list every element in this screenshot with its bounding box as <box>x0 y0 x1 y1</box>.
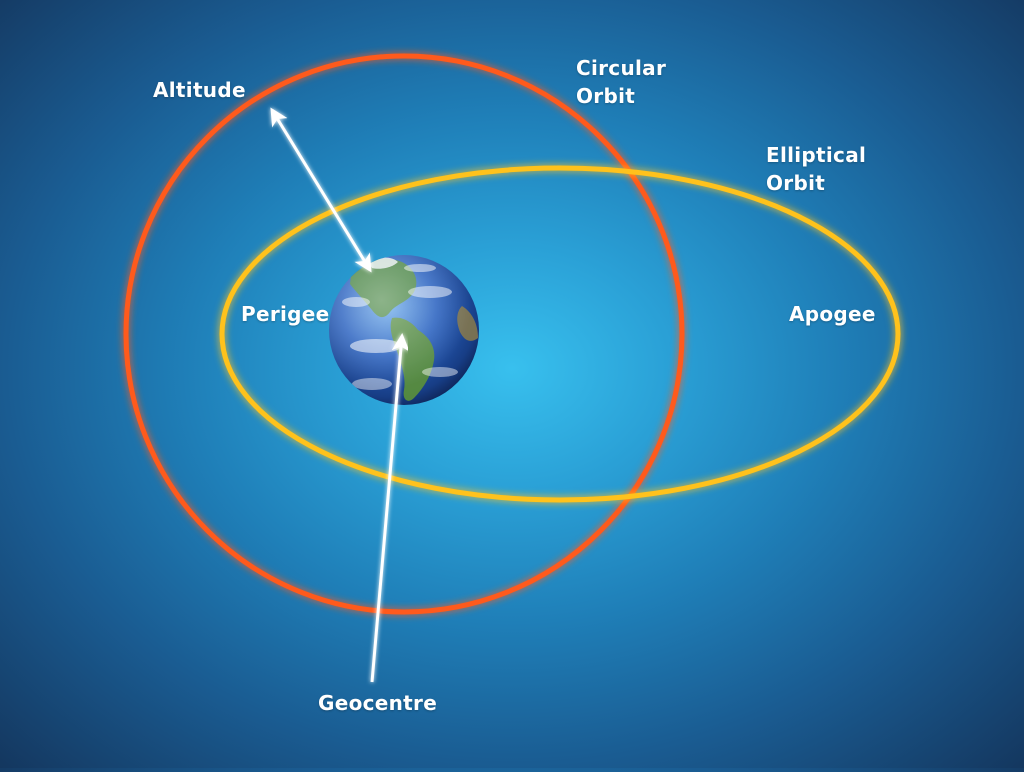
geocentre-arrow <box>370 333 410 683</box>
perigee-label: Perigee <box>241 302 330 326</box>
elliptical-orbit-label-line1: Elliptical <box>766 143 867 167</box>
apogee-label: Apogee <box>789 302 876 326</box>
altitude-arrow <box>270 107 372 273</box>
circular-orbit-label: Circular Orbit <box>576 54 666 110</box>
circular-orbit-label-line2: Orbit <box>576 84 636 108</box>
elliptical-orbit <box>219 165 901 503</box>
elliptical-orbit-label-line2: Orbit <box>766 171 826 195</box>
circular-orbit-label-line1: Circular <box>576 56 667 80</box>
elliptical-orbit-label: Elliptical Orbit <box>766 141 866 197</box>
geocentre-label: Geocentre <box>318 691 438 715</box>
altitude-label: Altitude <box>153 78 246 102</box>
earth-globe-icon <box>329 255 479 405</box>
